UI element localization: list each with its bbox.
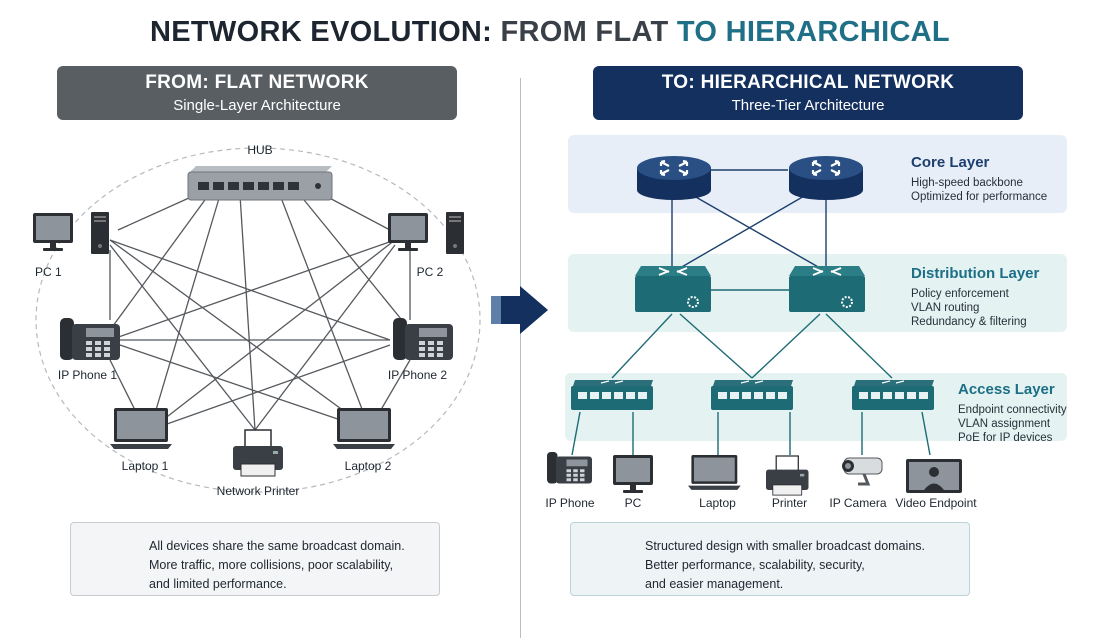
pc2-tower-icon [446,212,464,254]
pc1-label: PC 1 [35,265,62,279]
hier-note-line-2: Better performance, scalability, securit… [645,558,865,572]
endpoint-ip-phone-icon [547,452,592,484]
network-printer-label: Network Printer [216,484,300,498]
hier-note-line-1: Structured design with smaller broadcast… [645,539,925,553]
hierarchical-network-note: Structured design with smaller broadcast… [570,522,970,596]
hier-banner-title: TO: HIERARCHICAL NETWORK [661,72,955,93]
access-layer-desc-2: VLAN assignment [958,418,1051,430]
title-part-1: NETWORK EVOLUTION: [150,16,493,48]
distribution-switch-2-icon [789,266,865,312]
distribution-layer-desc-2: VLAN routing [911,302,980,314]
endpoint-ip-phone-label: IP Phone [545,496,595,510]
pc1-tower-icon [91,212,109,254]
core-layer-desc-2: Optimized for performance [911,191,1048,203]
core-router-1-icon [637,156,711,200]
core-to-distribution-links [671,169,827,269]
distribution-layer-desc-3: Redundancy & filtering [911,316,1027,328]
flat-banner-title: FROM: FLAT NETWORK [145,72,369,93]
broadcast-domain-outline [35,147,481,493]
access-layer-desc-3: PoE for IP devices [958,432,1053,444]
ip-phone-1-label: IP Phone 1 [57,368,118,382]
access-layer-title: Access Layer [958,381,1055,398]
endpoint-laptop-icon [688,455,741,490]
title-part-2: FROM FLAT [500,16,669,48]
core-layer-info: Core Layer High-speed backbone Optimized… [911,154,1061,204]
access-layer-info: Access Layer Endpoint connectivity VLAN … [958,381,1078,445]
laptop-2-icon [333,408,395,449]
flat-banner-subtitle: Single-Layer Architecture [173,97,341,114]
distribution-to-access-links [611,289,893,379]
pc2-label: PC 2 [416,265,444,279]
laptop-2-label: Laptop 2 [344,459,392,473]
network-printer-icon [232,429,284,477]
endpoint-video-label: Video Endpoint [895,496,977,510]
endpoint-camera-label: IP Camera [829,496,887,510]
flat-note-line-3: and limited performance. [149,577,287,591]
ip-phone-2-label: IP Phone 2 [387,368,448,382]
laptop-1-label: Laptop 1 [121,459,169,473]
hier-banner-subtitle: Three-Tier Architecture [731,97,885,114]
hierarchical-network-banner: TO: HIERARCHICAL NETWORK Three-Tier Arch… [593,66,1023,120]
access-switch-1-icon [570,379,654,411]
flat-network-banner: FROM: FLAT NETWORK Single-Layer Architec… [57,66,457,120]
core-layer-title: Core Layer [911,154,990,171]
distribution-layer-info: Distribution Layer Policy enforcement VL… [911,265,1066,329]
distribution-layer-title: Distribution Layer [911,265,1040,282]
flat-note-line-1: All devices share the same broadcast dom… [149,539,405,553]
section-divider [520,78,521,638]
endpoint-pc-label: PC [624,496,642,510]
video-endpoint-icon [906,459,962,493]
hier-note-line-3: and easier management. [645,577,784,591]
flat-mesh-links [109,192,411,431]
access-switch-3-icon [851,379,935,411]
endpoint-pc-icon [613,455,653,493]
laptop-1-icon [110,408,172,449]
hub-label: HUB [247,143,273,157]
ip-phone-1-icon [60,318,120,360]
access-switch-2-icon [710,379,794,411]
ip-camera-icon [842,457,883,486]
pc1-icon [33,213,73,251]
ip-phone-2-icon [393,318,453,360]
core-router-2-icon [789,156,863,200]
distribution-switch-1-icon [635,266,711,312]
access-to-endpoint-links [571,411,931,456]
hub-device [187,166,333,201]
page-title: NETWORK EVOLUTION: FROM FLAT TO HIERARCH… [0,16,1100,49]
distribution-layer-desc-1: Policy enforcement [911,288,1009,300]
access-layer-desc-1: Endpoint connectivity [958,404,1067,416]
endpoint-printer-label: Printer [771,496,808,510]
endpoint-printer-icon [765,455,810,496]
title-part-3: TO HIERARCHICAL [676,16,950,48]
endpoint-laptop-label: Laptop [699,496,736,510]
arrow-right-icon [491,286,548,334]
flat-note-line-2: More traffic, more collisions, poor scal… [149,558,394,572]
core-layer-desc-1: High-speed backbone [911,177,1023,189]
flat-network-note: All devices share the same broadcast dom… [70,522,440,596]
